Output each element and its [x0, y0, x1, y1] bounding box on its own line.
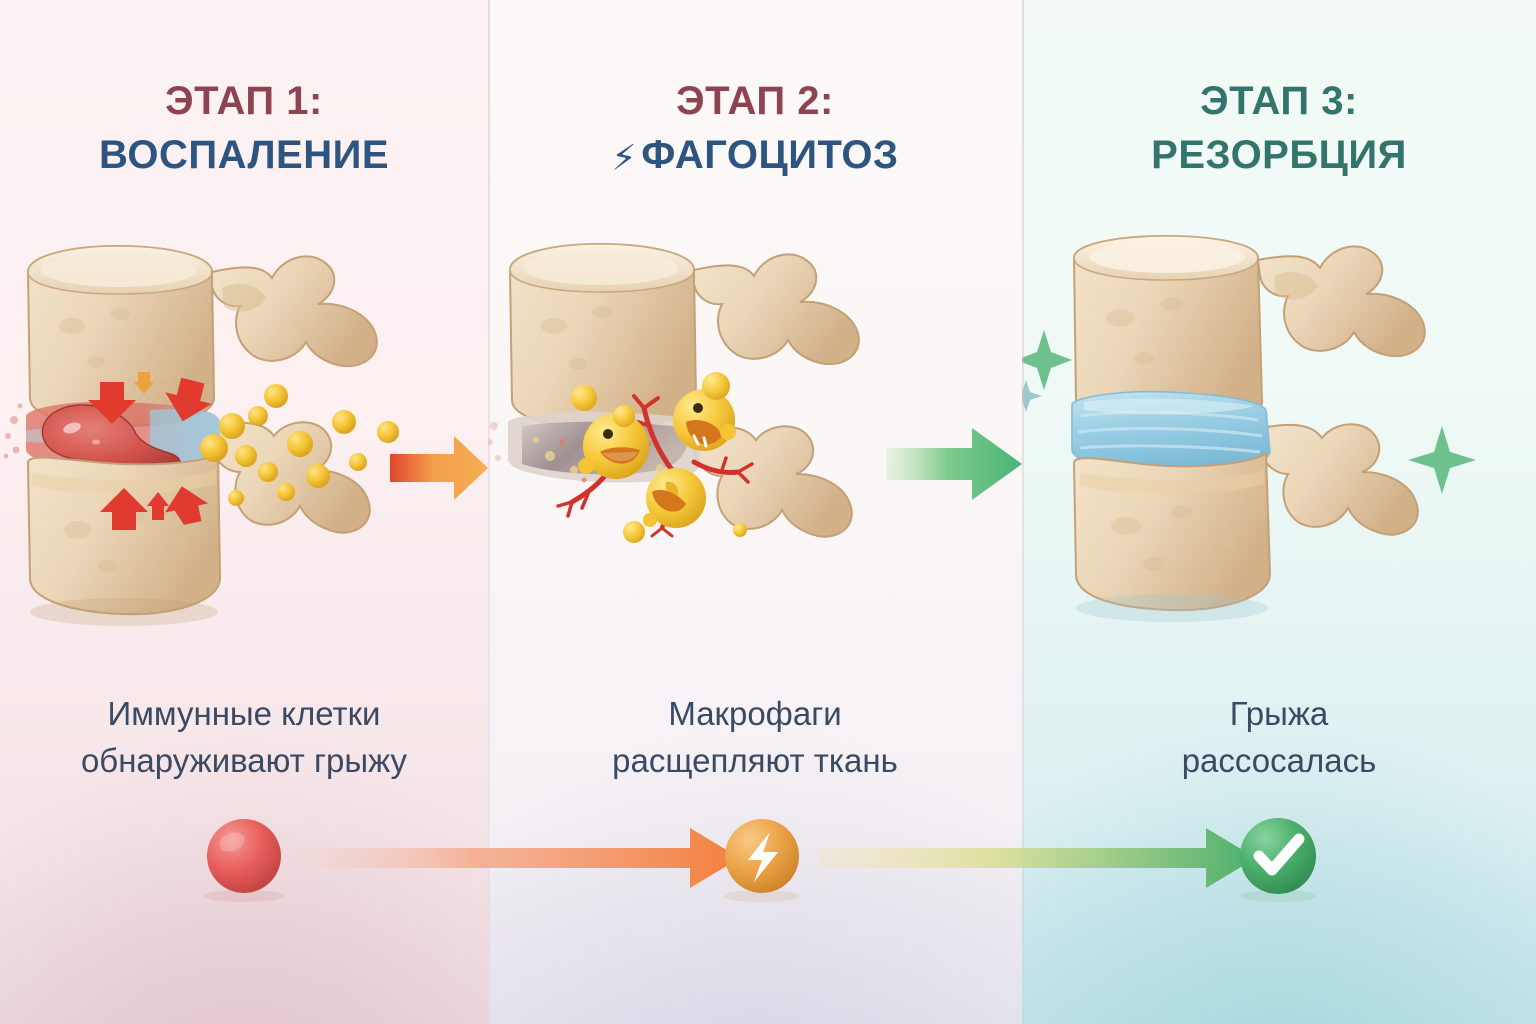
panel-1-title: ЭТАП 1: ВОСПАЛЕНИЕ — [0, 74, 488, 182]
panel-1-caption-line1: Иммунные клетки — [107, 695, 381, 732]
status-arrow-2 — [818, 828, 1256, 888]
vertebra-healthy-svg — [1022, 234, 1476, 622]
lower-vertebra-arch — [1258, 423, 1419, 536]
status-lightning-bolt-circle-icon — [724, 819, 800, 902]
lower-vertebra-body — [26, 451, 222, 626]
status-green-check-circle-icon — [1240, 818, 1316, 902]
panel-3-name-label: РЕЗОРБЦИЯ — [1151, 133, 1407, 177]
upper-vertebra-body — [26, 244, 216, 428]
transition-arrow-1-to-2 — [390, 436, 488, 500]
panel-2-illustration — [488, 230, 1022, 660]
panel-3-caption-line2: рассосалась — [1181, 742, 1377, 779]
lightning-bolt-icon: ⚡ — [611, 137, 638, 178]
transition-arrow-2-to-3 — [886, 428, 1022, 500]
lower-vertebra-arch — [692, 425, 853, 538]
upper-vertebra-arch — [211, 255, 378, 368]
sparkle-right-icon — [1408, 426, 1476, 494]
macrophage-1 — [578, 413, 649, 479]
panel-2-caption-line2: расщепляют ткань — [612, 742, 898, 779]
vertebra-inflamed-svg — [3, 244, 488, 626]
panel-1-stage-label: ЭТАП 1: — [165, 79, 323, 123]
status-red-sphere-icon — [204, 819, 284, 902]
vertebra-phagocytosis-svg — [488, 242, 1022, 543]
panel-stage-3-resorption: ЭТАП 3: РЕЗОРБЦИЯ — [1022, 0, 1536, 1024]
panel-stage-1-inflammation: ЭТАП 1: ВОСПАЛЕНИЕ — [0, 0, 488, 1024]
immune-cells-group — [200, 384, 399, 506]
panel-2-caption-line1: Макрофаги — [668, 695, 842, 732]
status-arrow-1 — [300, 828, 740, 888]
upper-vertebra-body — [508, 242, 698, 430]
panel-2-name-label: ФАГОЦИТОЗ — [641, 133, 899, 177]
panel-3-caption-line1: Грыжа — [1229, 695, 1329, 732]
panel-3-title: ЭТАП 3: РЕЗОРБЦИЯ — [1022, 74, 1536, 182]
panel-2-stage-label: ЭТАП 2: — [676, 79, 834, 123]
panel-1-caption: Иммунные клетки обнаруживают грыжу — [0, 690, 488, 784]
panel-3-caption: Грыжа рассосалась — [1022, 690, 1536, 784]
panel-2-title: ЭТАП 2: ⚡ФАГОЦИТОЗ — [488, 74, 1022, 185]
panel-3-stage-label: ЭТАП 3: — [1200, 79, 1358, 123]
lower-vertebra-body — [1072, 451, 1272, 622]
status-row-svg — [204, 818, 1316, 902]
panel-2-caption: Макрофаги расщепляют ткань — [488, 690, 1022, 784]
panel-1-caption-line2: обнаруживают грыжу — [80, 742, 408, 779]
sparkle-small-icon — [1022, 380, 1042, 412]
panel-1-illustration — [0, 230, 488, 660]
upper-vertebra-body — [1072, 234, 1264, 430]
sparkle-large-icon — [1022, 330, 1072, 390]
macrophage-2 — [673, 389, 736, 451]
macrophage-3 — [643, 468, 706, 528]
panel-2-name-row: ⚡ФАГОЦИТОЗ — [488, 128, 1022, 185]
upper-vertebra-arch — [693, 253, 860, 366]
pressure-arrows — [88, 372, 212, 530]
status-progression-row — [0, 806, 1536, 902]
free-immune-cells — [571, 372, 747, 543]
upper-vertebra-arch — [1256, 245, 1426, 358]
panel-1-name-label: ВОСПАЛЕНИЕ — [98, 133, 390, 177]
panel-3-illustration — [1022, 230, 1536, 660]
